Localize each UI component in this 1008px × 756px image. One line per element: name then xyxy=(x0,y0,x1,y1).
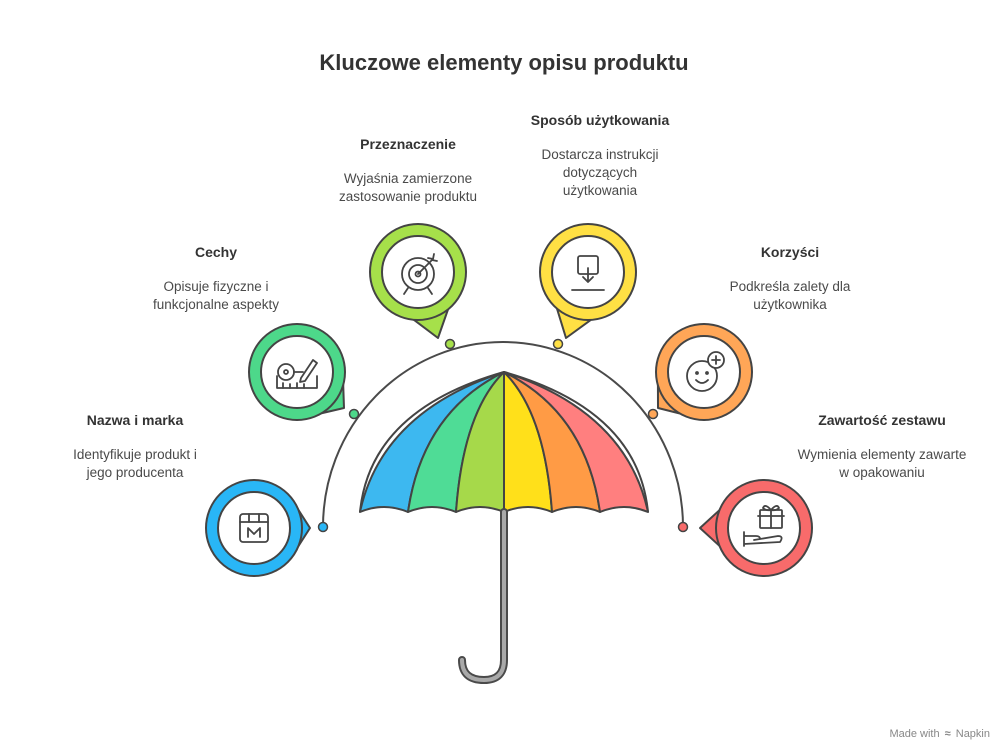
umbrella-canopy xyxy=(359,370,649,513)
target-arrow-icon xyxy=(401,253,438,295)
footer-prefix: Made with xyxy=(889,728,940,740)
connector-dot xyxy=(647,408,659,420)
umbrella-handle xyxy=(458,508,508,685)
connector-dot xyxy=(444,338,456,350)
box-m-icon xyxy=(239,513,269,543)
label-description: Identyfikuje produkt i jego producenta xyxy=(73,447,197,480)
connector-dot xyxy=(552,338,564,350)
label-przeznaczenie: Przeznaczenie Wyjaśnia zamierzone zastos… xyxy=(318,136,498,206)
label-heading: Przeznaczenie xyxy=(360,136,456,152)
label-nazwa: Nazwa i marka Identyfikuje produkt i jeg… xyxy=(40,412,230,482)
label-heading: Korzyści xyxy=(760,244,820,260)
bubble-smiley-plus xyxy=(655,323,753,421)
bubble-box-m xyxy=(205,479,311,577)
label-description: Dostarcza instrukcji dotyczących użytkow… xyxy=(541,147,659,198)
bubble-measure-pencil xyxy=(248,323,346,421)
gift-hand-icon xyxy=(743,505,785,547)
canopy-panel xyxy=(503,371,649,513)
label-heading: Nazwa i marka xyxy=(86,412,184,428)
umbrella-handle-fill xyxy=(460,510,506,683)
label-description: Wyjaśnia zamierzone zastosowanie produkt… xyxy=(338,171,478,204)
page-title: Kluczowe elementy opisu produktu xyxy=(319,50,689,75)
napkin-logo-icon: ≈ xyxy=(944,728,951,740)
label-zawartosc: Zawartość zestawu Wymienia elementy zawa… xyxy=(782,412,982,482)
label-cechy: Cechy Opisuje fizyczne i funkcjonalne as… xyxy=(128,244,304,314)
label-sposob: Sposób użytkowania Dostarcza instrukcji … xyxy=(500,112,700,200)
canopy-outline xyxy=(359,370,649,513)
label-description: Opisuje fizyczne i funkcjonalne aspekty xyxy=(152,279,280,312)
label-korzysci: Korzyści Podkreśla zalety dla użytkownik… xyxy=(700,244,880,314)
bubble-download-instruction xyxy=(539,223,637,339)
bubble-gift-hand xyxy=(699,479,813,577)
connector-arc xyxy=(322,341,684,528)
download-instruction-icon xyxy=(571,255,605,291)
connector-dot xyxy=(317,521,329,533)
label-heading: Sposób użytkowania xyxy=(530,112,670,128)
connector-dot xyxy=(677,521,689,533)
label-description: Podkreśla zalety dla użytkownika xyxy=(729,279,851,312)
footer-brand: Napkin xyxy=(955,728,990,740)
smiley-plus-icon xyxy=(686,351,725,392)
footer: Made with ≈ Napkin xyxy=(889,728,990,740)
measure-pencil-icon xyxy=(276,359,318,389)
bubble-target-arrow xyxy=(369,223,467,339)
label-heading: Cechy xyxy=(194,244,238,260)
connector-dot xyxy=(348,408,360,420)
label-heading: Zawartość zestawu xyxy=(818,412,946,428)
label-description: Wymienia elementy zawarte w opakowaniu xyxy=(797,447,967,480)
